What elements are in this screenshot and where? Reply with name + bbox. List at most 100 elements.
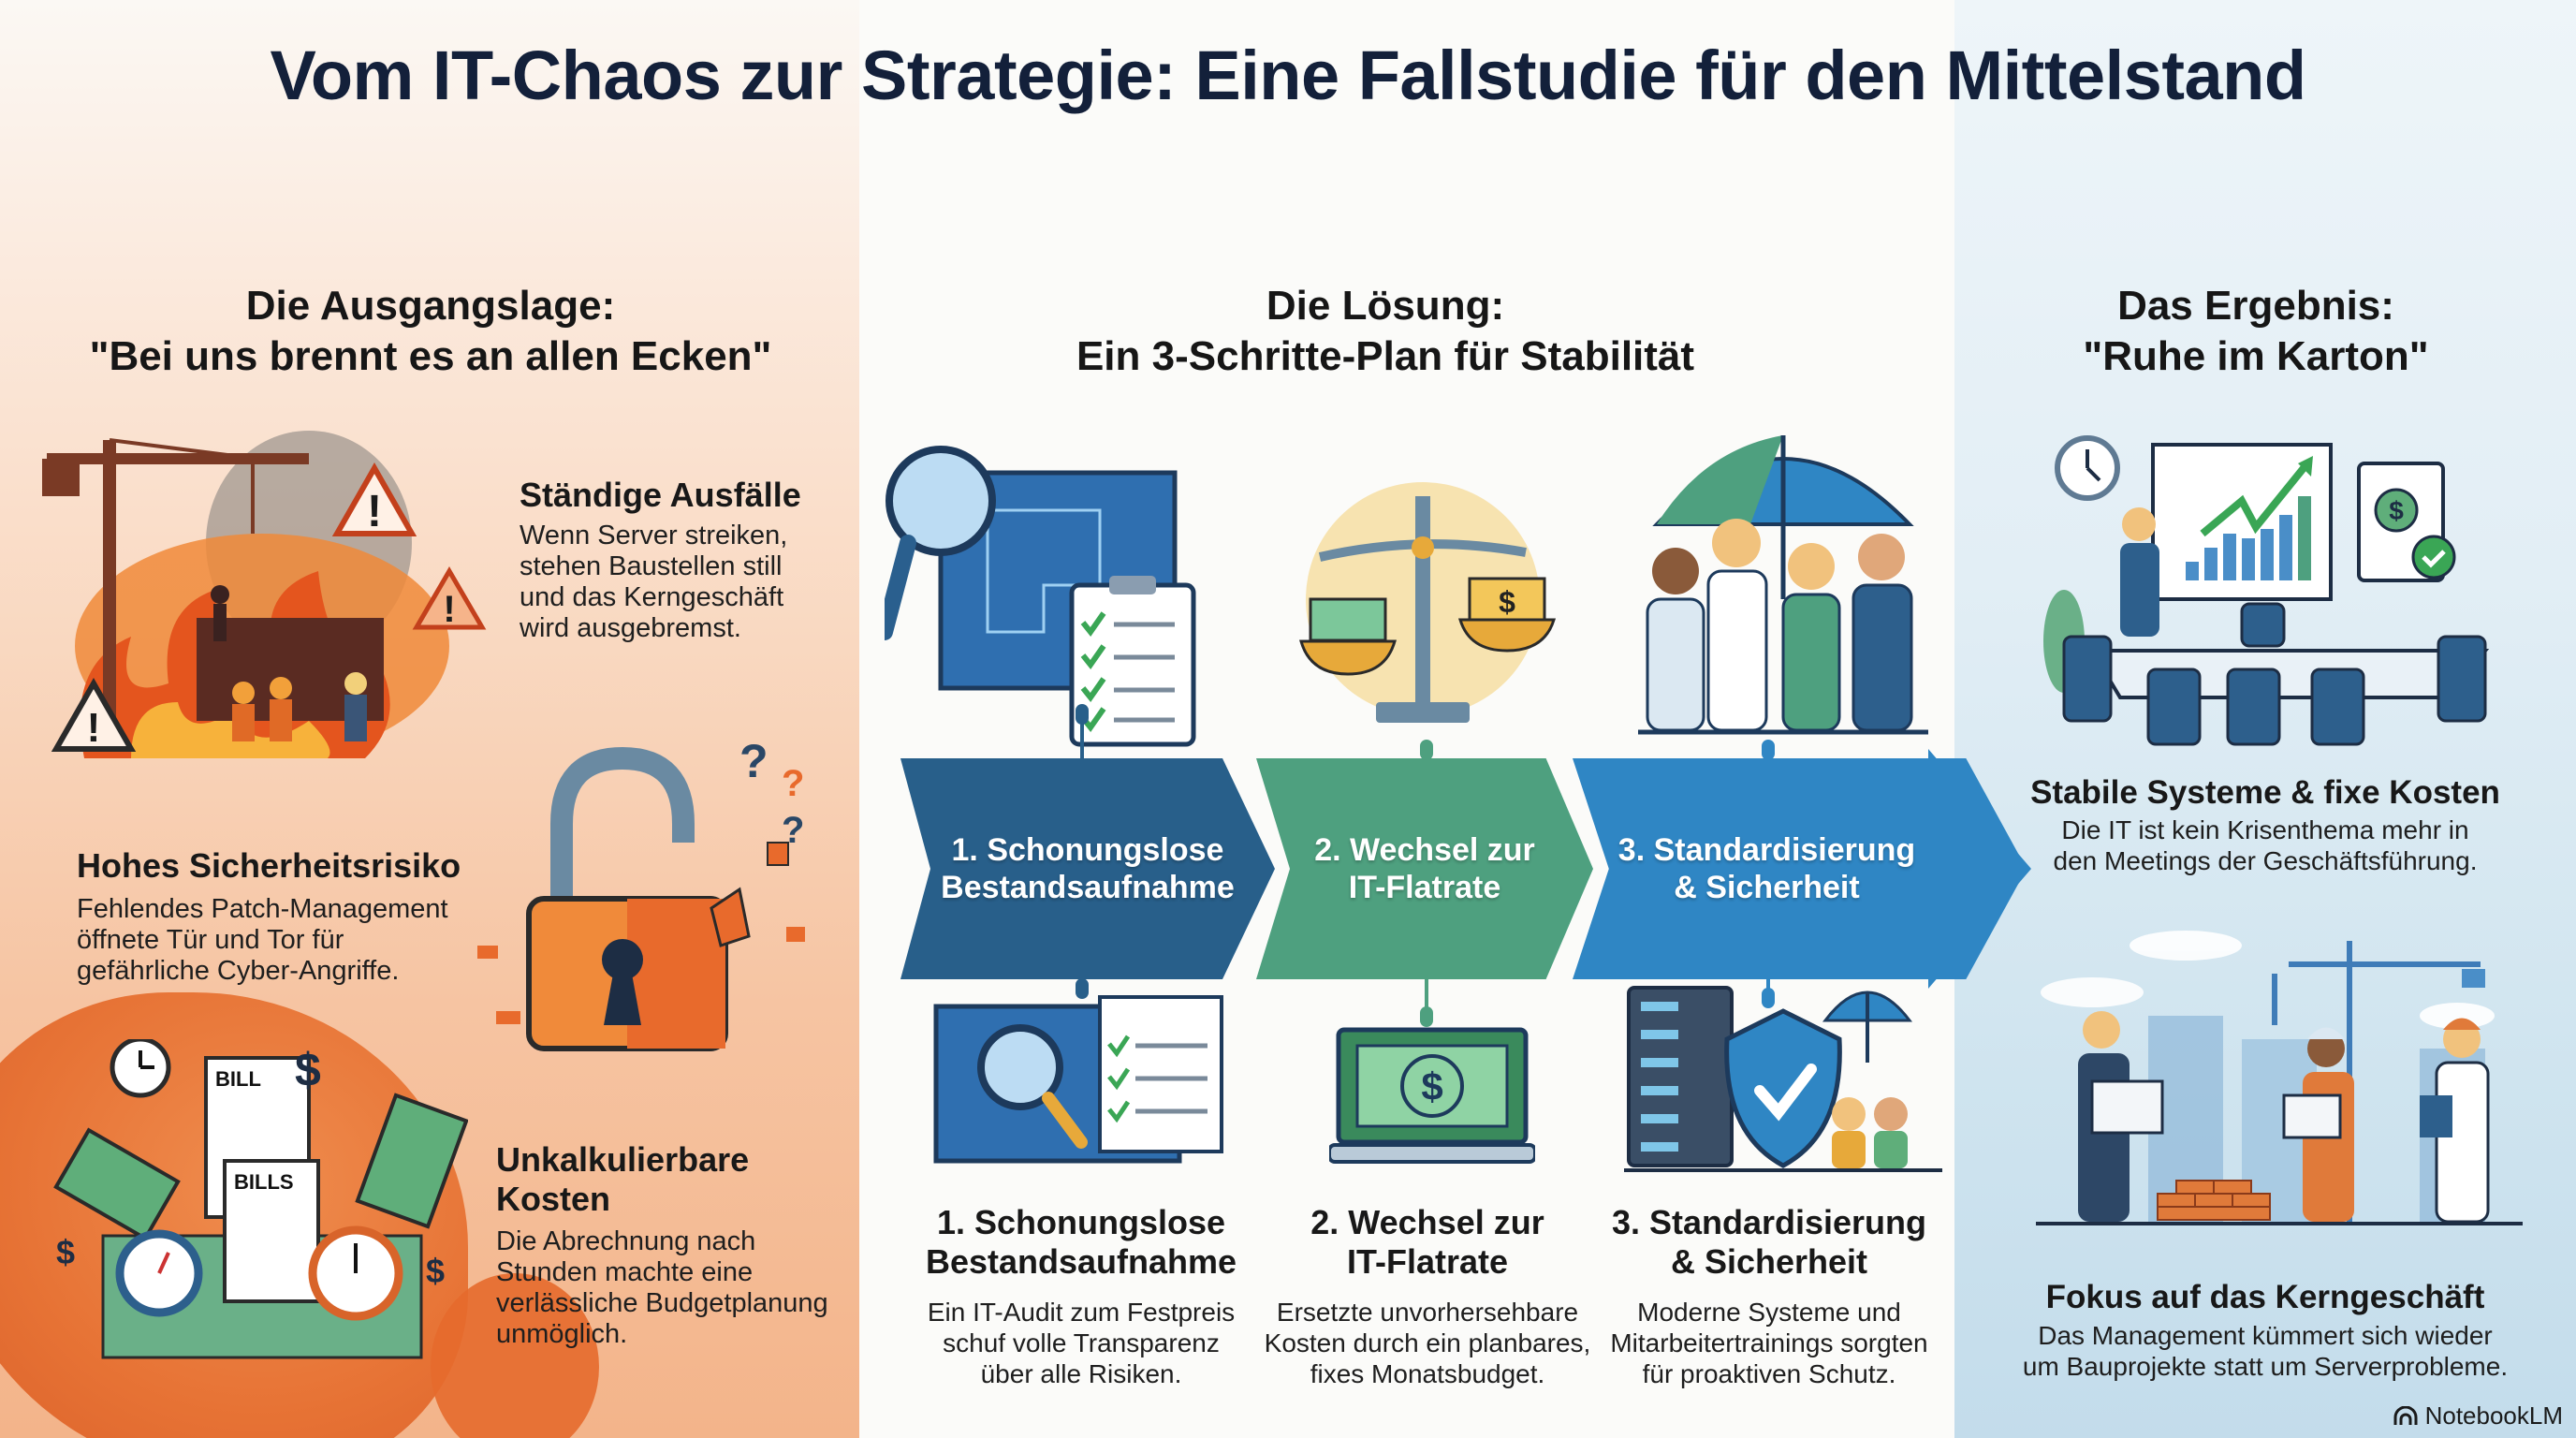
result-item-text: Das Management kümmert sich wieder um Ba… bbox=[1975, 1320, 2555, 1382]
step-heading: 3. Standardisierung & Sicherheit bbox=[1591, 1203, 1947, 1282]
connector-line bbox=[1080, 712, 1084, 768]
text-line: Kosten durch ein planbares, bbox=[1264, 1328, 1591, 1357]
step-heading: 1. Schonungslose Bestandsaufnahme bbox=[913, 1203, 1250, 1282]
heading-line: 2. Wechsel zur bbox=[1310, 1203, 1544, 1241]
chevron-label: & Sicherheit bbox=[1674, 870, 1860, 905]
invoice-check-icon: $ bbox=[2357, 462, 2456, 582]
chair-icon bbox=[2062, 602, 2487, 746]
text-line: Die Abrechnung nach bbox=[496, 1226, 756, 1256]
svg-text:!: ! bbox=[443, 589, 455, 630]
step-description: Ein IT-Audit zum Festpreis schuf volle T… bbox=[899, 1297, 1264, 1389]
text-line: fixes Monatsbudget. bbox=[1310, 1359, 1545, 1388]
svg-text:!: ! bbox=[87, 705, 101, 751]
text-line: unmöglich. bbox=[496, 1319, 628, 1349]
person-icon bbox=[1832, 1097, 1866, 1168]
bills-and-clocks-icon: BILL BILLS $ $ $ bbox=[53, 1039, 468, 1359]
connector-dot bbox=[1762, 740, 1775, 760]
svg-text:$: $ bbox=[2389, 496, 2404, 525]
connector-line bbox=[1425, 974, 1428, 1020]
alarm-clock-icon bbox=[308, 1225, 403, 1321]
result-item-heading: Stabile Systeme & fixe Kosten bbox=[2030, 774, 2500, 811]
dollar-sign-icon: $ bbox=[426, 1252, 445, 1290]
text-line: Moderne Systeme und bbox=[1637, 1298, 1901, 1327]
clock-icon bbox=[115, 1229, 203, 1317]
situation-title: Die Ausgangslage: "Bei uns brennt es an … bbox=[37, 281, 824, 382]
text-line: öffnete Tür und Tor für bbox=[77, 925, 344, 955]
balance-scale-money-icon: $ bbox=[1299, 482, 1557, 723]
heading-line: IT-Flatrate bbox=[1346, 1242, 1509, 1281]
text-line: und das Kerngeschäft bbox=[520, 582, 784, 612]
question-mark-icon: ? bbox=[782, 810, 804, 851]
burning-construction-site-icon: ! ! ! bbox=[42, 431, 487, 758]
team-under-umbrella-icon bbox=[1638, 435, 1928, 735]
heading-line: Unkalkulierbare bbox=[496, 1140, 750, 1179]
text-line: verlässliche Budgetplanung bbox=[496, 1288, 828, 1318]
result-item-text: Die IT ist kein Krisenthema mehr in den … bbox=[1975, 814, 2555, 876]
presenter-icon bbox=[2120, 507, 2159, 637]
connector-dot bbox=[1420, 1006, 1433, 1027]
person-icon bbox=[2282, 1027, 2354, 1222]
person-icon bbox=[1852, 534, 1913, 732]
solution-title-line2: Ein 3-Schritte-Plan für Stabilität bbox=[1076, 333, 1695, 379]
dollar-bill-icon bbox=[53, 1127, 181, 1241]
checkmark-icon bbox=[1107, 1034, 1131, 1123]
situation-item-text: Wenn Server streiken, stehen Baustellen … bbox=[520, 521, 787, 644]
magnifier-blueprint-checklist-icon bbox=[885, 446, 1196, 747]
result-item-heading: Fokus auf das Kerngeschäft bbox=[2045, 1279, 2485, 1315]
connector-dot bbox=[1762, 988, 1775, 1008]
situation-title-line1: Die Ausgangslage: bbox=[245, 283, 616, 329]
broken-padlock-icon: ? ? ? bbox=[477, 735, 805, 1051]
text-line: Stunden machte eine bbox=[496, 1257, 754, 1287]
solution-title: Die Lösung: Ein 3-Schritte-Plan für Stab… bbox=[936, 281, 1835, 382]
situation-item-text: Fehlendes Patch-Management öffnete Tür u… bbox=[77, 894, 448, 987]
situation-item-heading: Ständige Ausfälle bbox=[520, 476, 801, 514]
text-line: um Bauprojekte statt um Serverprobleme. bbox=[2022, 1352, 2509, 1381]
text-line: Ein IT-Audit zum Festpreis bbox=[927, 1298, 1236, 1327]
step-heading: 2. Wechsel zur IT-Flatrate bbox=[1273, 1203, 1582, 1282]
question-mark-icon: ? bbox=[739, 735, 768, 787]
step-chevron-3: 3. Standardisierung& Sicherheit bbox=[1573, 758, 2027, 979]
text-line: stehen Baustellen still bbox=[520, 551, 783, 581]
page-title: Vom IT-Chaos zur Strategie: Eine Fallstu… bbox=[270, 37, 2306, 114]
blueprint-audit-icon bbox=[933, 995, 1223, 1164]
text-line: für proaktiven Schutz. bbox=[1642, 1359, 1896, 1388]
meeting-room-growth-chart-icon: $ bbox=[2043, 435, 2490, 746]
clock-icon bbox=[110, 1039, 171, 1098]
text-line: Fehlendes Patch-Management bbox=[77, 894, 448, 924]
text-line: schuf volle Transparenz bbox=[943, 1328, 1220, 1357]
warning-sign-icon: ! bbox=[331, 462, 417, 536]
step-description: Ersetzte unvorhersehbare Kosten durch ei… bbox=[1259, 1297, 1596, 1389]
warning-sign-icon: ! bbox=[412, 566, 487, 630]
bricks-icon bbox=[2157, 1180, 2271, 1221]
chevron-label: 1. Schonungslose bbox=[951, 832, 1224, 868]
text-line: gefährliche Cyber-Angriffe. bbox=[77, 956, 400, 986]
step-description: Moderne Systeme und Mitarbeitertrainings… bbox=[1591, 1297, 1947, 1389]
text-line: den Meetings der Geschäftsführung. bbox=[2053, 846, 2478, 875]
bills-label: BILLS bbox=[234, 1170, 294, 1194]
person-icon bbox=[1706, 519, 1768, 732]
situation-item-heading: Hohes Sicherheitsrisiko bbox=[77, 846, 461, 885]
server-shield-umbrella-icon bbox=[1624, 986, 1942, 1172]
result-title: Das Ergebnis: "Ruhe im Karton" bbox=[1975, 281, 2537, 382]
notebooklm-branding: NotebookLM bbox=[2393, 1401, 2563, 1431]
warning-sign-icon: ! bbox=[51, 677, 137, 752]
text-line: Das Management kümmert sich wieder bbox=[2038, 1321, 2493, 1350]
connector-dot bbox=[1420, 740, 1433, 760]
text-line: über alle Risiken. bbox=[980, 1359, 1182, 1388]
text-line: wird ausgebremst. bbox=[520, 613, 741, 643]
umbrella-icon bbox=[1822, 990, 1913, 1063]
connector-dot bbox=[1076, 978, 1089, 999]
heading-line: Bestandsaufnahme bbox=[925, 1242, 1237, 1281]
text-line: Ersetzte unvorhersehbare bbox=[1276, 1298, 1579, 1327]
heading-line: & Sicherheit bbox=[1670, 1242, 1868, 1281]
heading-line: 3. Standardisierung bbox=[1611, 1203, 1927, 1241]
chevron-label: 3. Standardisierung bbox=[1617, 832, 1916, 868]
chevron-label: Bestandsaufnahme bbox=[941, 870, 1235, 905]
text-line: Mitarbeitertrainings sorgten bbox=[1610, 1328, 1928, 1357]
person-icon bbox=[2078, 1011, 2164, 1222]
heading-line: 1. Schonungslose bbox=[936, 1203, 1226, 1241]
solution-title-line1: Die Lösung: bbox=[1266, 283, 1505, 329]
dollar-bill-icon bbox=[355, 1093, 468, 1229]
situation-item-heading: Unkalkulierbare Kosten bbox=[496, 1140, 749, 1219]
